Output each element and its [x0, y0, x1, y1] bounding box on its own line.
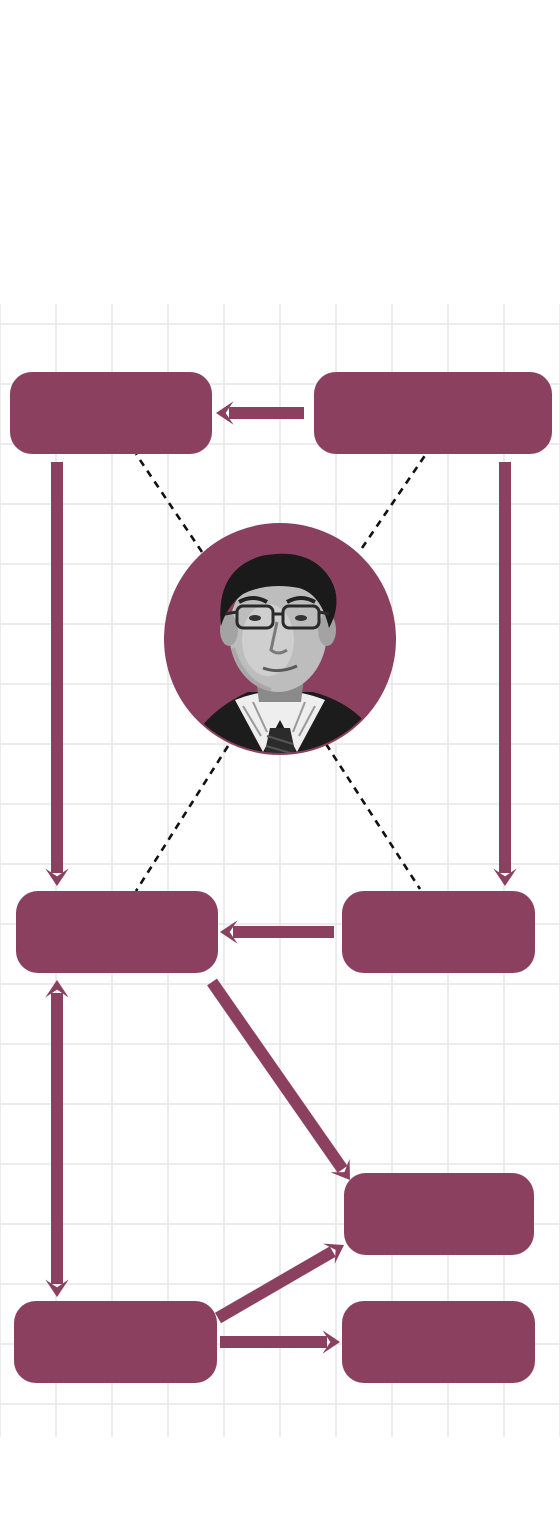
arrowhead-icon [216, 401, 234, 425]
node-label [342, 1301, 535, 1383]
edge-top-right-to-top-left [216, 401, 304, 425]
node-mid-left [16, 891, 218, 973]
edge-top-left-to-mid-left [45, 462, 69, 886]
node-bottom-right [342, 1301, 535, 1383]
node-label [314, 372, 552, 454]
arrowhead-icon [45, 868, 69, 886]
node-lower-right [344, 1173, 534, 1255]
node-label [344, 1173, 534, 1255]
arrowhead-icon [220, 920, 238, 944]
edge-mid-left-to-bottom-left [45, 980, 69, 1297]
arrowhead-icon [322, 1243, 344, 1264]
arrowhead-icon [493, 868, 517, 886]
arrowhead-icon [322, 1330, 340, 1354]
node-bottom-left [14, 1301, 217, 1383]
node-label [16, 891, 218, 973]
edge-bottom-left-to-bottom-right [220, 1330, 340, 1354]
edge-center-to-top-left [134, 453, 204, 553]
node-label [10, 372, 212, 454]
node-top-right [314, 372, 552, 454]
edge-center-to-top-right [360, 453, 428, 549]
arrowhead-icon [45, 980, 69, 998]
node-label [14, 1301, 217, 1383]
edge-mid-right-to-mid-left [220, 920, 334, 944]
arrowhead-icon [45, 1279, 69, 1297]
arrowhead-icon [330, 1158, 350, 1180]
edge-top-right-to-mid-right [493, 462, 517, 886]
node-top-left [10, 372, 212, 454]
center-portrait [164, 523, 396, 755]
edge-center-to-mid-left [134, 745, 230, 892]
edge-center-to-mid-right [324, 743, 422, 890]
edge-mid-left-to-lower-right [207, 978, 350, 1180]
node-mid-right [342, 891, 535, 973]
node-label [342, 891, 535, 973]
edge-bottom-left-to-lower-right [214, 1243, 344, 1324]
